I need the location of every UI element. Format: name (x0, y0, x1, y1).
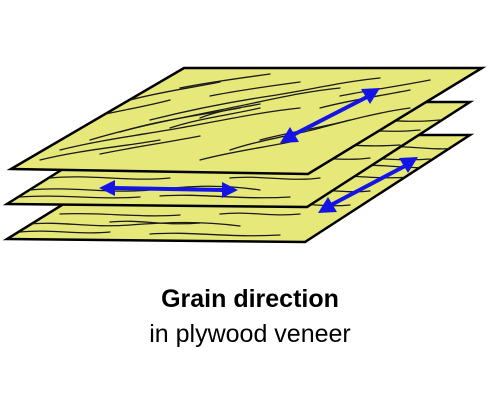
middle-right-grain-arrow-head-start (318, 197, 337, 213)
middle-left-grain-arrow-head-start (99, 180, 115, 196)
top-grain-arrow-head-start (280, 127, 299, 143)
middle-left-grain-arrow-head-end (222, 182, 238, 198)
middle-left-grain-arrow (99, 180, 238, 198)
middle-right-grain-arrow (318, 157, 418, 213)
caption-title: Grain direction (161, 285, 339, 313)
top-grain-arrow-head-end (361, 88, 380, 104)
top-grain-arrow (280, 88, 380, 143)
top-veneer-grain (39, 73, 431, 161)
middle-right-grain-arrow-shaft (330, 164, 406, 207)
top-veneer (6, 66, 487, 176)
top-veneer-sheet (6, 66, 487, 176)
caption-subtitle: in plywood veneer (149, 320, 351, 348)
middle-right-grain-arrow-head-end (399, 157, 418, 173)
plywood-diagram (2, 66, 487, 244)
top-grain-arrow-shaft (292, 95, 368, 137)
middle-left-grain-arrow-shaft (112, 186, 225, 192)
